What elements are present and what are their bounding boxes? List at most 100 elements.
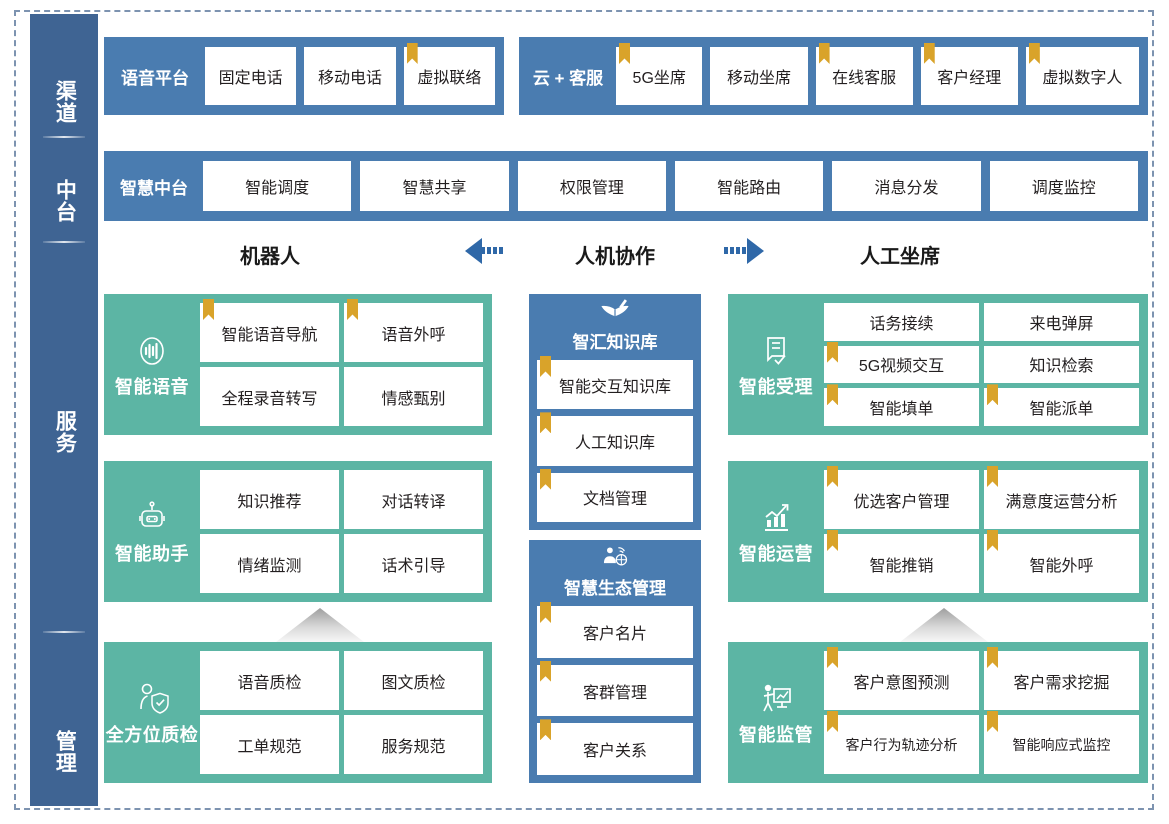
feature-cell[interactable]: 客群管理 [537,660,693,717]
feature-cell[interactable]: 情绪监测 [200,534,339,593]
feature-cell[interactable]: 人工知识库 [537,412,693,466]
feature-cell[interactable]: 对话转译 [344,470,483,529]
platform-chip-label: 智慧共享 [402,180,467,197]
feature-cell[interactable]: 来电弹屏 [984,303,1139,341]
feature-label: 全程录音转写 [221,390,318,408]
diagram-border [14,10,1154,810]
bookmark-flag-icon [987,530,998,551]
bookmark-flag-icon [540,660,551,682]
platform-chip-label: 智能调度 [245,180,310,197]
feature-label: 客户意图预测 [853,674,950,692]
person-network-icon [603,547,628,566]
panel-title: 智能运营 [739,543,813,564]
platform-chip[interactable]: 调度监控 [989,161,1138,211]
panel-header: 智能助手 [104,461,200,602]
feature-label: 来电弹屏 [1029,315,1094,333]
panel-quality-inspection: 全方位质检 语音质检 图文质检 工单规范 服务规范 [104,642,492,783]
panel-grid: 话务接续 来电弹屏 5G视频交互 知识检索 智能填单 智能派单 [824,303,1139,426]
feature-label: 文档管理 [582,491,647,509]
feature-cell[interactable]: 客户关系 [537,719,693,776]
feature-label: 情绪监测 [237,557,302,575]
column-header-robot: 机器人 [240,246,300,268]
platform-chip[interactable]: 智慧共享 [360,161,509,211]
feature-cell[interactable]: 智能交互知识库 [537,356,693,410]
sidebar-item-management[interactable]: 管理 [30,704,98,800]
feature-cell[interactable]: 情感甄别 [344,367,483,426]
bookmark-flag-icon [987,711,998,732]
feature-label: 智能外呼 [1029,557,1094,575]
feature-label: 5G视频交互 [858,358,945,376]
bookmark-flag-icon [827,466,838,487]
feature-label: 语音质检 [237,674,302,692]
channel-chip[interactable]: 5G坐席 [616,43,703,105]
bookmark-flag-icon [827,341,838,363]
channel-group-cloud-service: 云 + 客服 5G坐席 移动坐席 在线客服 客户经理 虚拟数字人 [519,37,1148,115]
channel-group-voice-platform: 语音平台 固定电话 移动电话 虚拟联络 [104,37,504,115]
sidebar-item-label: 管理 [53,730,77,774]
feature-cell[interactable]: 服务规范 [344,715,483,774]
feature-cell[interactable]: 智能响应式监控 [984,711,1139,774]
feature-cell[interactable]: 知识推荐 [200,470,339,529]
feature-cell[interactable]: 智能推销 [824,530,979,593]
feature-cell[interactable]: 客户意图预测 [824,647,979,710]
panel-title: 智能受理 [739,376,813,397]
feature-cell[interactable]: 话术引导 [344,534,483,593]
sidebar-item-service[interactable]: 服务 [30,384,98,480]
channel-chip-label: 移动坐席 [727,70,792,87]
feature-cell[interactable]: 智能语音导航 [200,299,339,362]
feature-label: 客户名片 [582,625,647,643]
feature-cell[interactable]: 语音质检 [200,651,339,710]
feature-cell[interactable]: 客户需求挖掘 [984,647,1139,710]
feature-cell[interactable]: 智能填单 [824,384,979,426]
feature-cell[interactable]: 客户行为轨迹分析 [824,711,979,774]
feature-label: 话务接续 [869,315,934,333]
feature-label: 智能推销 [869,557,934,575]
feature-cell[interactable]: 文档管理 [537,468,693,522]
feature-label: 知识推荐 [237,493,302,511]
channel-chip[interactable]: 虚拟数字人 [1025,43,1139,105]
platform-chip-label: 智能路由 [717,180,782,197]
sidebar-item-platform[interactable]: 中台 [30,154,98,248]
bookmark-flag-icon [1028,43,1040,64]
feature-cell[interactable]: 智能外呼 [984,530,1139,593]
channel-chip[interactable]: 虚拟联络 [403,43,495,105]
platform-chip[interactable]: 权限管理 [517,161,666,211]
bookmark-flag-icon [540,719,551,741]
feature-label: 对话转译 [381,493,446,511]
feature-cell[interactable]: 图文质检 [344,651,483,710]
platform-chip[interactable]: 消息分发 [832,161,981,211]
bookmark-flag-icon [987,466,998,487]
channel-chip[interactable]: 客户经理 [920,43,1018,105]
feature-cell[interactable]: 智能派单 [984,384,1139,426]
feature-cell[interactable]: 知识检索 [984,345,1139,384]
feature-cell[interactable]: 客户名片 [537,602,693,658]
chevron-left-icon [492,355,518,421]
platform-row-label: 智慧中台 [120,178,188,198]
feature-cell[interactable]: 优选客户管理 [824,466,979,529]
panel-title: 智慧生态管理 [564,579,666,598]
feature-cell[interactable]: 全程录音转写 [200,367,339,426]
panel-header: 智能语音 [104,294,200,435]
panel-grid: 客户意图预测 客户需求挖掘 客户行为轨迹分析 智能响应式监控 [824,647,1139,774]
voice-wave-icon [140,336,164,365]
channel-chip[interactable]: 移动电话 [304,47,396,105]
feature-label: 人工知识库 [574,434,655,452]
feature-cell[interactable]: 5G视频交互 [824,341,979,384]
document-check-icon [767,336,786,365]
platform-chip[interactable]: 智能调度 [203,161,352,211]
panel-header: 智能受理 [728,294,824,435]
channel-chip[interactable]: 移动坐席 [710,47,808,105]
feature-cell[interactable]: 语音外呼 [344,299,483,362]
sidebar-item-channel[interactable]: 渠道 [30,54,98,150]
panel-header: 智能监管 [728,642,824,783]
channel-chip[interactable]: 固定电话 [205,47,297,105]
feature-cell[interactable]: 话务接续 [824,303,979,341]
feature-cell[interactable]: 满意度运营分析 [984,466,1139,529]
bookmark-flag-icon [987,384,998,406]
channel-chip[interactable]: 在线客服 [815,43,913,105]
feature-label: 满意度运营分析 [1005,493,1118,511]
platform-chip[interactable]: 智能路由 [674,161,824,211]
feature-cell[interactable]: 工单规范 [200,715,339,774]
feature-label: 智能交互知识库 [558,378,671,396]
